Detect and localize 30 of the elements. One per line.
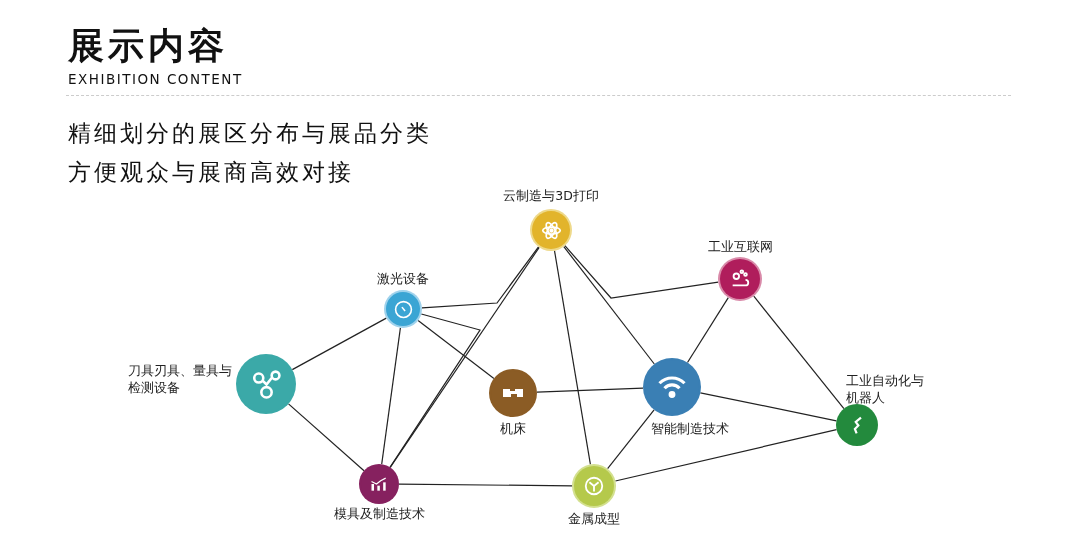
connector-line [686, 297, 729, 364]
connector-line [563, 246, 655, 365]
description-text: 精细划分的展区分布与展品分类 [68, 119, 432, 148]
connector-line [753, 295, 845, 410]
category-label: 模具及制造技术 [332, 505, 426, 522]
connector-line [389, 246, 540, 468]
connector-line [417, 319, 495, 379]
page-title: 展示内容 [68, 24, 228, 68]
connector-line [389, 313, 481, 468]
subtitle: EXHIBITION CONTENT [68, 71, 243, 87]
connector-line [398, 483, 573, 487]
connector-line [287, 403, 365, 472]
category-label: 工业自动化与机器人 [846, 372, 925, 406]
connector-line [421, 246, 540, 309]
category-label: 金属成型 [567, 510, 621, 527]
connector-line [564, 245, 719, 299]
connector-line [291, 317, 387, 371]
category-label: 工业互联网 [706, 238, 774, 255]
description-text: 方便观众与展商高效对接 [68, 158, 354, 187]
category-label: 智能制造技术 [650, 420, 730, 437]
connector-line [553, 250, 591, 465]
category-label: 激光设备 [376, 270, 430, 287]
connector-line [536, 387, 644, 393]
connector-line [381, 327, 401, 465]
category-label: 刀具刃具、量具与检测设备 [128, 362, 233, 396]
connector-line [699, 392, 837, 422]
connector-line [614, 429, 838, 482]
category-label: 机床 [499, 420, 527, 437]
category-label: 云制造与3D打印 [502, 187, 600, 204]
connector-line [607, 409, 655, 470]
